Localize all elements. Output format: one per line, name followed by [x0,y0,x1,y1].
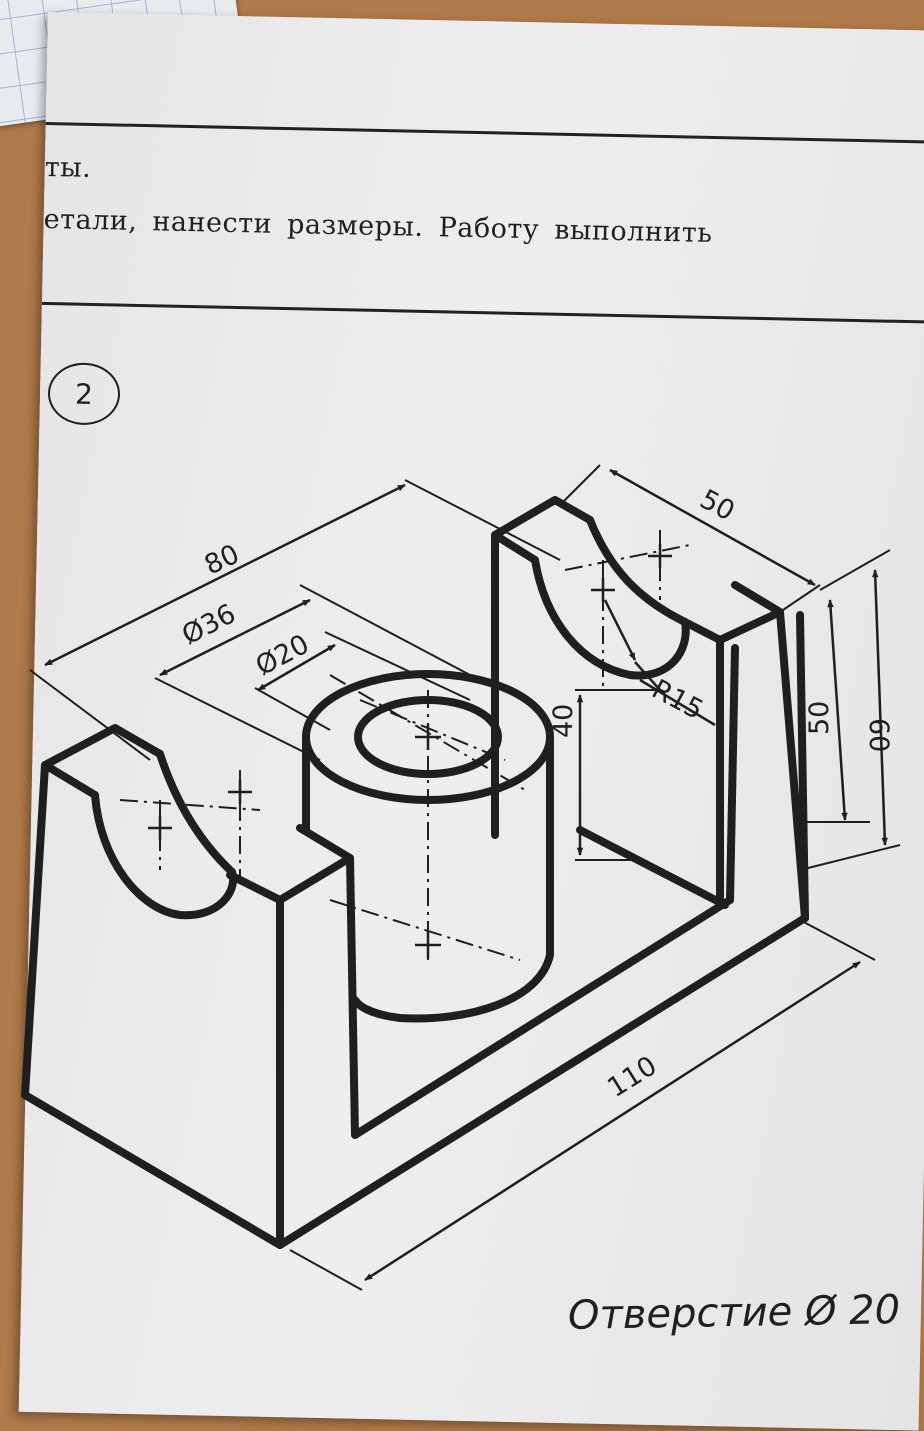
part-outline [21,496,809,1249]
boss-hole [354,696,502,778]
handwritten-note: Отверстие Ø 20 [567,1287,901,1339]
dim-dia-36: Ø36 [177,598,241,651]
dim-dia-20: Ø20 [251,629,315,682]
dim-60: 60 [863,718,894,752]
left-block [21,724,354,1249]
dim-r15: R15 [647,674,708,726]
isometric-drawing: 80 Ø36 Ø20 40 50 R15 50 60 110 [21,464,901,1291]
left-cradle-back [156,750,236,876]
right-cradle-back [586,516,689,626]
extension-lines [29,464,901,1291]
left-cradle [91,791,238,920]
dim-80: 80 [200,539,244,582]
right-cradle [531,556,690,680]
dimension-lines [44,468,888,1282]
dim-50-side: 50 [804,701,835,735]
centre-lines [119,530,691,961]
dim-40: 40 [548,704,579,738]
